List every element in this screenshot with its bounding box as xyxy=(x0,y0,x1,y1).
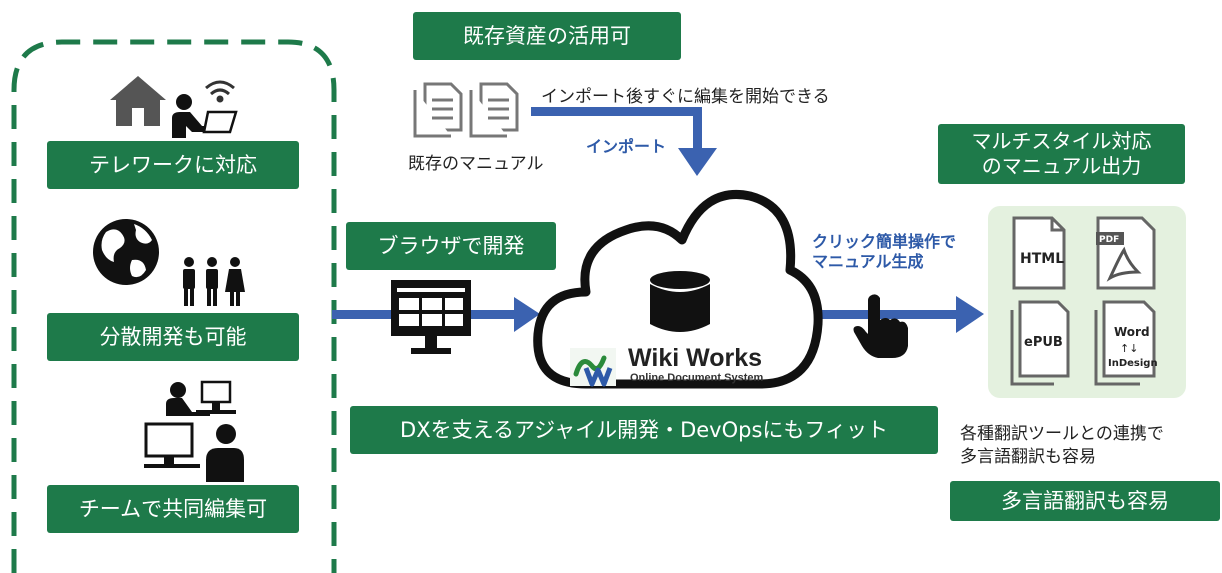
epub-label: ePUB xyxy=(1024,335,1063,350)
multistyle-label: マルチスタイル対応 のマニュアル出力 xyxy=(938,124,1185,184)
wikiworks-logo-icon xyxy=(570,348,616,387)
html-file-icon: HTML xyxy=(1012,216,1066,290)
document-icon xyxy=(413,82,519,138)
dx-label: DXを支えるアジャイル開発・DevOpsにもフィット xyxy=(350,406,938,454)
translation-caption: 各種翻訳ツールとの連携で 多言語翻訳も容易 xyxy=(960,423,1164,469)
html-label: HTML xyxy=(1020,251,1064,267)
epub-file-icon: ePUB xyxy=(1010,300,1070,386)
monitor-icon xyxy=(391,280,471,354)
translation-caption-line1: 各種翻訳ツールとの連携で xyxy=(960,424,1164,444)
click-label: クリック簡単操作で マニュアル生成 xyxy=(812,232,956,272)
house-icon xyxy=(110,76,166,126)
click-label-line1: クリック簡単操作で xyxy=(812,232,957,251)
hand-pointer-icon xyxy=(853,294,908,358)
database-icon xyxy=(650,271,710,332)
word-label: Word xyxy=(1114,325,1150,339)
word-arrows-label: ↑↓ xyxy=(1120,342,1138,355)
team-label: チームで共同編集可 xyxy=(47,485,299,533)
distributed-illustration xyxy=(93,219,245,306)
telework-label: テレワークに対応 xyxy=(47,141,299,189)
click-label-line2: マニュアル生成 xyxy=(812,252,924,271)
telework-illustration xyxy=(110,76,238,138)
people-icon xyxy=(183,257,245,306)
multistyle-line2: のマニュアル出力 xyxy=(981,154,1142,178)
pdf-label: PDF xyxy=(1099,235,1119,245)
translation-caption-line2: 多言語翻訳も容易 xyxy=(960,446,1096,467)
pdf-file-icon: PDF xyxy=(1096,216,1156,290)
multistyle-line1: マルチスタイル対応 xyxy=(971,129,1152,153)
browser-label: ブラウザで開発 xyxy=(346,222,556,270)
multilang-label: 多言語翻訳も容易 xyxy=(950,481,1220,521)
laptop-user-icon xyxy=(172,94,238,138)
team-desk-icon xyxy=(144,380,244,482)
format-icons: HTML PDF ePUB Word ↑↓ InDesign xyxy=(1010,216,1158,386)
cloud-icon xyxy=(533,190,823,389)
import-arrow-label: インポート xyxy=(586,137,667,156)
existing-manual-label: 既存のマニュアル xyxy=(408,154,544,174)
globe-icon xyxy=(93,219,159,285)
distributed-label: 分散開発も可能 xyxy=(47,313,299,361)
import-caption: インポート後すぐに編集を開始できる xyxy=(541,87,830,107)
indesign-label: InDesign xyxy=(1108,358,1158,369)
left-dashed-panel xyxy=(11,39,337,573)
wifi-icon xyxy=(205,80,235,103)
word-indesign-file-icon: Word ↑↓ InDesign xyxy=(1094,300,1158,386)
logo-tagline: Online Document System xyxy=(630,372,764,384)
logo-brand: Wiki Works xyxy=(628,344,763,372)
assets-label: 既存資産の活用可 xyxy=(413,12,681,60)
